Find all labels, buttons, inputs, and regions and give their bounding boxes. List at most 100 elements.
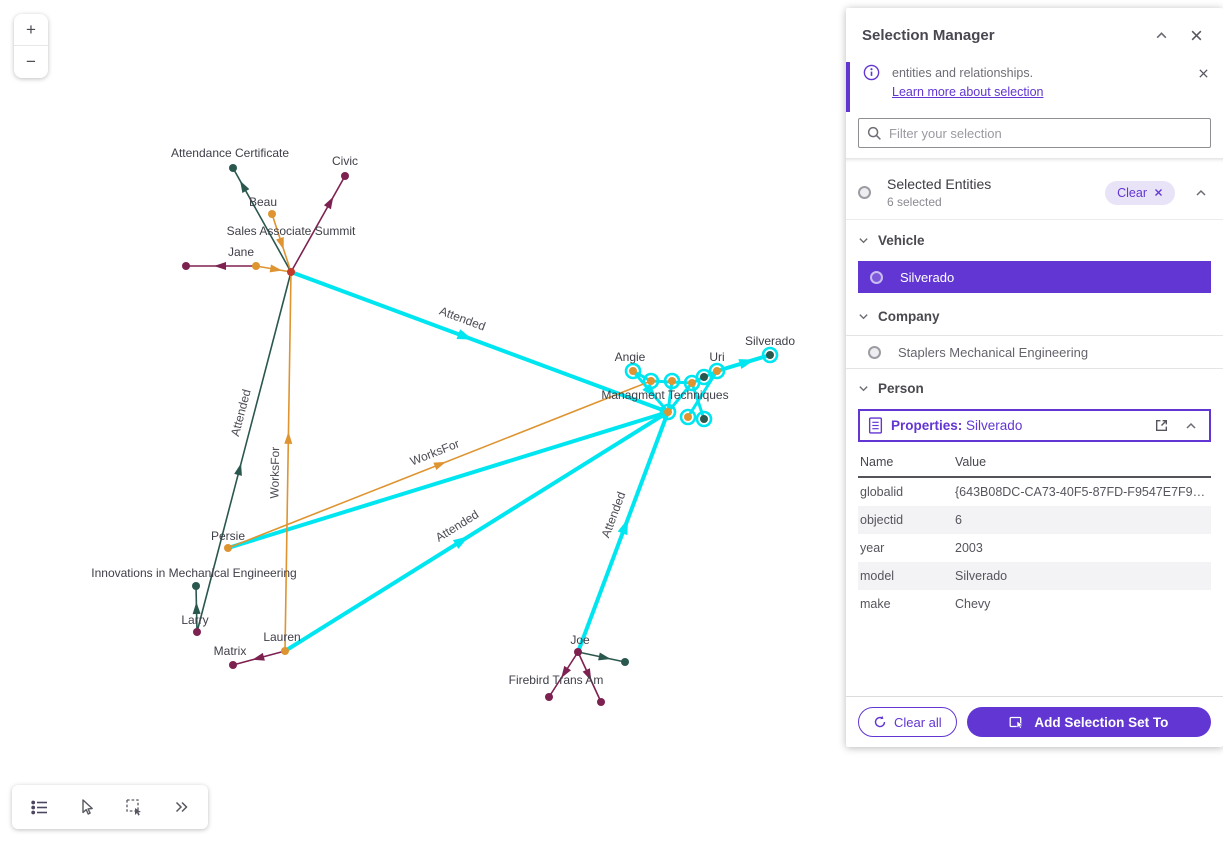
learn-more-link[interactable]: Learn more about selection [892, 85, 1044, 99]
entity-ring-icon [858, 186, 871, 199]
edge-arrow-icon [433, 461, 447, 471]
graph-node[interactable] [713, 367, 721, 375]
properties-collapse-button[interactable] [1181, 416, 1201, 436]
selection-halo [624, 362, 642, 380]
graph-node[interactable] [252, 262, 260, 270]
graph-node[interactable] [182, 262, 190, 270]
graph-edge-label: WorksFor [267, 447, 282, 499]
graph-node-label: Sales Associate Summit [227, 224, 356, 238]
graph-edge[interactable] [289, 270, 670, 414]
add-selection-set-label: Add Selection Set To [1034, 714, 1169, 730]
search-icon [867, 126, 881, 140]
panel-footer: Clear all Add Selection Set To [846, 696, 1223, 747]
graph-node[interactable] [229, 164, 237, 172]
graph-edge[interactable] [226, 410, 670, 550]
graph-node[interactable] [700, 415, 708, 423]
group-vehicle[interactable]: Vehicle [846, 220, 1223, 259]
column-value: Value [955, 455, 987, 469]
selection-box-icon [125, 799, 141, 816]
select-by-rectangle-button[interactable] [110, 785, 157, 829]
clear-all-button[interactable]: Clear all [858, 707, 957, 737]
graph-node[interactable] [766, 351, 774, 359]
pointer-tool-button[interactable] [63, 785, 110, 829]
group-company[interactable]: Company [846, 303, 1223, 335]
edge-arrow-icon [276, 237, 284, 250]
selection-manager-panel: Selection Manager entities and relations… [846, 8, 1223, 747]
panel-close-button[interactable] [1186, 25, 1207, 46]
graph-node[interactable] [688, 379, 696, 387]
selection-halo [708, 362, 726, 380]
graph-edge[interactable] [284, 271, 292, 652]
graph-node[interactable] [647, 377, 655, 385]
graph-node-label: Lauren [263, 630, 300, 644]
graph-node-label: Firebird Trans Am [509, 673, 604, 687]
document-icon [868, 417, 883, 434]
edge-arrow-icon [738, 359, 755, 370]
legend-list-button[interactable] [16, 785, 63, 829]
toolbar-expand-button[interactable] [157, 785, 204, 829]
clear-selection-button[interactable]: Clear [1105, 180, 1175, 205]
selection-halo [695, 410, 713, 428]
chevron-down-icon [859, 238, 868, 244]
entity-row-staplers[interactable]: Staplers Mechanical Engineering [846, 335, 1223, 369]
entity-row-silverado[interactable]: Silverado [858, 261, 1211, 293]
entity-label: Staplers Mechanical Engineering [898, 344, 1089, 360]
selected-entities-title: Selected Entities [887, 176, 992, 192]
edge-arrow-icon [617, 518, 628, 536]
filter-selection-input[interactable] [889, 125, 1202, 141]
info-banner: entities and relationships. Learn more a… [846, 62, 1223, 112]
graph-node[interactable] [224, 544, 232, 552]
filter-search-box [858, 118, 1211, 148]
graph-node[interactable] [700, 373, 708, 381]
table-row: year 2003 [860, 541, 983, 555]
edge-arrow-icon [192, 602, 201, 615]
graph-node-label: Attendance Certificate [171, 146, 289, 160]
group-person[interactable]: Person [846, 369, 1223, 405]
graph-edge[interactable] [290, 175, 346, 273]
properties-entity-name: Silverado [966, 418, 1023, 433]
table-row: model Silverado [858, 562, 1211, 590]
open-properties-button[interactable] [1150, 414, 1173, 437]
table-row: make Chevy [860, 597, 991, 611]
zoom-in-button[interactable]: + [14, 14, 48, 46]
chevron-down-icon [859, 314, 868, 320]
graph-edge[interactable] [196, 271, 292, 633]
zoom-out-button[interactable]: − [14, 46, 48, 78]
entity-ring-icon [868, 345, 881, 359]
close-icon [1199, 69, 1208, 78]
graph-node[interactable] [192, 582, 200, 590]
graph-node[interactable] [664, 408, 672, 416]
graph-node[interactable] [597, 698, 605, 706]
reset-icon [874, 715, 886, 728]
banner-close-button[interactable] [1194, 64, 1213, 83]
column-name: Name [860, 455, 894, 469]
graph-node[interactable] [574, 648, 582, 656]
graph-node[interactable] [229, 661, 237, 669]
graph-node[interactable] [193, 628, 201, 636]
graph-node[interactable] [668, 377, 676, 385]
clear-label: Clear [1117, 185, 1147, 200]
graph-node[interactable] [281, 647, 289, 655]
info-icon [863, 64, 880, 84]
selection-halo [761, 346, 779, 364]
graph-node[interactable] [629, 367, 637, 375]
graph-node-label: Joe [570, 633, 590, 647]
graph-node[interactable] [545, 693, 553, 701]
group-label: Vehicle [878, 233, 925, 248]
graph-node[interactable] [684, 413, 692, 421]
graph-node[interactable] [621, 658, 629, 666]
graph-node[interactable] [268, 210, 276, 218]
graph-edge[interactable] [283, 410, 670, 653]
graph-node[interactable] [287, 268, 295, 276]
graph-edge[interactable] [666, 379, 674, 414]
selected-entities-collapse-button[interactable] [1191, 183, 1211, 203]
graph-node-label: Jane [228, 245, 254, 259]
graph-node[interactable] [341, 172, 349, 180]
graph-edge[interactable] [686, 369, 719, 419]
add-selection-set-button[interactable]: Add Selection Set To [966, 707, 1211, 737]
close-icon [1191, 30, 1202, 40]
panel-collapse-button[interactable] [1151, 25, 1172, 46]
add-selection-set-icon [1009, 716, 1024, 729]
graph-node-label: Silverado [745, 334, 795, 348]
